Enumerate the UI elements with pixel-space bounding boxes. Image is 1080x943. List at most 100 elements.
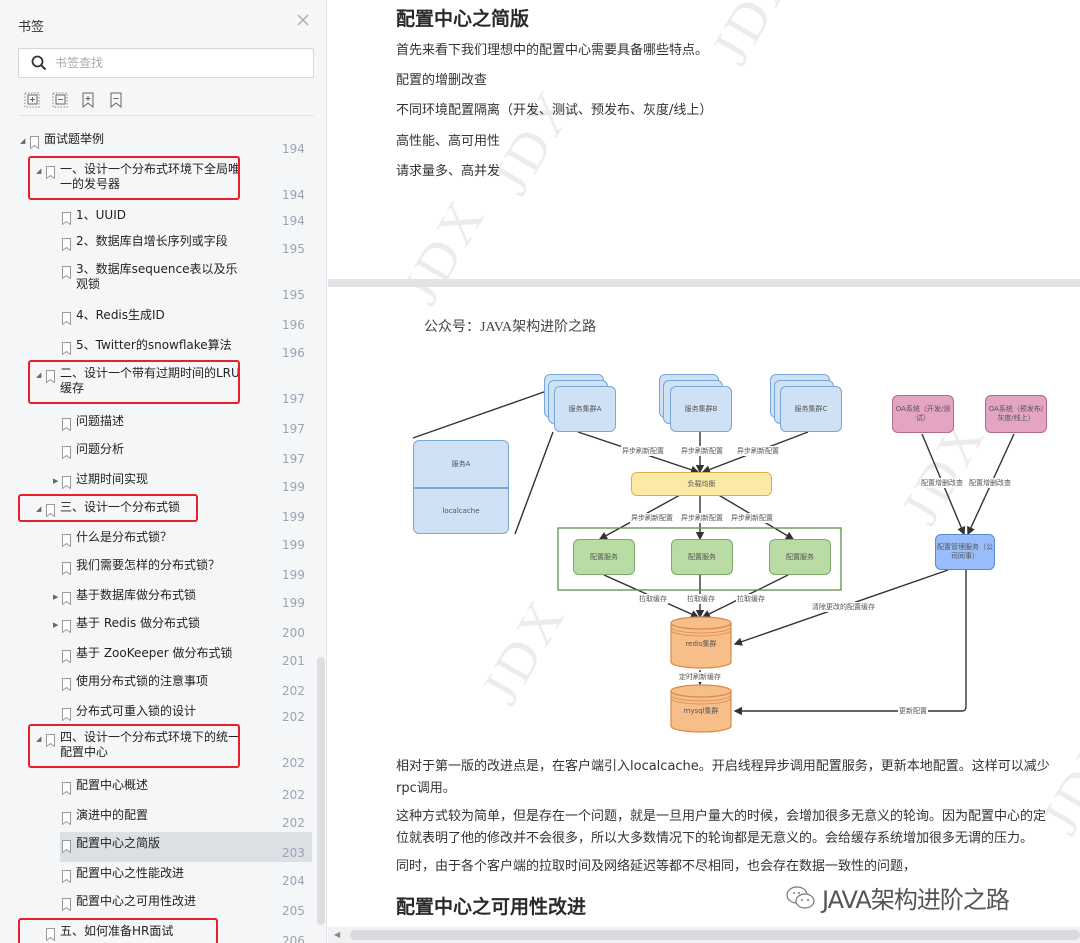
collapse-arrow-icon[interactable]: ◢ [36, 167, 42, 175]
bookmark-icon [62, 476, 71, 489]
config-service-node: 配置服务 [573, 539, 635, 575]
bookmark-label: 分布式可重入锁的设计 [76, 704, 197, 718]
bookmark-label: 三、设计一个分布式锁 [60, 500, 181, 514]
panel-title: 书签 [18, 20, 45, 35]
collapse-arrow-icon[interactable]: ◢ [36, 505, 42, 513]
horizontal-scrollbar[interactable]: ◀ [328, 927, 1080, 943]
edge-label: 更新配置 [898, 706, 928, 716]
collapse-arrow-icon[interactable]: ◢ [36, 735, 42, 743]
expand-arrow-icon[interactable]: ▶ [53, 477, 59, 485]
expand-arrow-icon[interactable]: ▶ [53, 593, 59, 601]
page-number: 196 [282, 346, 305, 360]
document-view: JDX JDX JDX JDX JDX JDX 配置中心之简版 首先来看下我们理… [328, 0, 1080, 943]
bookmark-icon [62, 212, 71, 225]
mysql-label: mysql集群 [683, 706, 719, 715]
bookmark-item[interactable]: 2、数据库自增长序列或字段 195 [0, 230, 312, 258]
collapse-all-icon[interactable] [52, 92, 68, 108]
horizontal-scroll-thumb[interactable] [350, 930, 1080, 940]
bookmark-item[interactable]: 我们需要怎样的分布式锁？199 [0, 554, 312, 584]
bookmark-icon [62, 562, 71, 575]
cluster-c-node: 服务集群C [780, 386, 842, 432]
bookmark-icon [46, 504, 55, 517]
wechat-watermark-text: JAVA架构进阶之路 [822, 886, 1010, 914]
remove-bookmark-icon[interactable] [108, 92, 124, 108]
page-number: 199 [282, 538, 305, 552]
bookmark-item[interactable]: 配置中心之性能改进 204 [0, 862, 312, 890]
bookmark-item[interactable]: ◢ 三、设计一个分布式锁 199 [0, 496, 312, 526]
bookmark-search[interactable] [18, 48, 314, 78]
close-icon[interactable] [294, 13, 312, 31]
page-number: 199 [282, 510, 305, 524]
bookmark-label: 基于 Redis 做分布式锁 [76, 616, 201, 630]
bookmark-icon [62, 782, 71, 795]
wechat-watermark: JAVA架构进阶之路 [786, 880, 1010, 915]
bookmark-icon [62, 708, 71, 721]
scroll-left-icon[interactable]: ◀ [334, 930, 341, 939]
bookmark-label: 配置中心之性能改进 [76, 866, 185, 880]
search-input[interactable] [55, 53, 305, 73]
add-bookmark-icon[interactable] [80, 92, 96, 108]
bookmark-icon [62, 418, 71, 431]
collapse-arrow-icon[interactable]: ◢ [20, 137, 26, 145]
collapse-arrow-icon[interactable]: ◢ [36, 371, 42, 379]
oa-dev-node: OA系统（开发/测试） [892, 395, 954, 433]
paragraph: 同时，由于各个客户端的拉取时间及网络延迟等都不尽相同，也会存在数据一致性的问题， [396, 859, 917, 874]
bookmark-icon [46, 734, 55, 747]
page-separator [328, 279, 1080, 287]
sidebar-scrollbar[interactable] [317, 657, 325, 925]
edge-label: 定时刷新缓存 [678, 672, 722, 682]
page-number: 204 [282, 874, 305, 888]
mysql-node [670, 684, 732, 733]
expand-arrow-icon[interactable]: ▶ [53, 621, 59, 629]
page-number: 195 [282, 288, 305, 302]
redis-node [670, 616, 732, 669]
page-number: 194 [282, 142, 305, 156]
bookmark-icon [62, 678, 71, 691]
page-number: 197 [282, 422, 305, 436]
page-number: 195 [282, 242, 305, 256]
expand-all-icon[interactable] [24, 92, 40, 108]
bookmark-icon [62, 238, 71, 251]
figure-caption: 公众号：JAVA架构进阶之路 [424, 320, 597, 335]
bookmark-label: 4、Redis生成ID [76, 308, 165, 322]
bookmark-icon [62, 840, 71, 853]
bookmark-icon [46, 370, 55, 383]
edge-label: 拉取缓存 [686, 594, 716, 604]
bookmark-icon [62, 620, 71, 633]
paragraph: 高性能、高可用性 [396, 134, 501, 149]
bookmark-icon [46, 928, 55, 941]
page-number: 202 [282, 684, 305, 698]
bookmark-label: 什么是分布式锁？ [76, 530, 173, 544]
page-number: 199 [282, 480, 305, 494]
page-number: 194 [282, 214, 305, 228]
bookmark-item[interactable]: 什么是分布式锁？ 199 [0, 526, 312, 554]
bookmark-label: 问题分析 [76, 442, 125, 456]
page-number: 205 [282, 904, 305, 918]
edge-label: 异步刷新配置 [680, 446, 724, 456]
config-service-node: 配置服务 [769, 539, 831, 575]
bookmark-label: 2、数据库自增长序列或字段 [76, 234, 228, 248]
divider [18, 115, 314, 116]
load-balancer-node: 负载均衡 [631, 472, 772, 496]
